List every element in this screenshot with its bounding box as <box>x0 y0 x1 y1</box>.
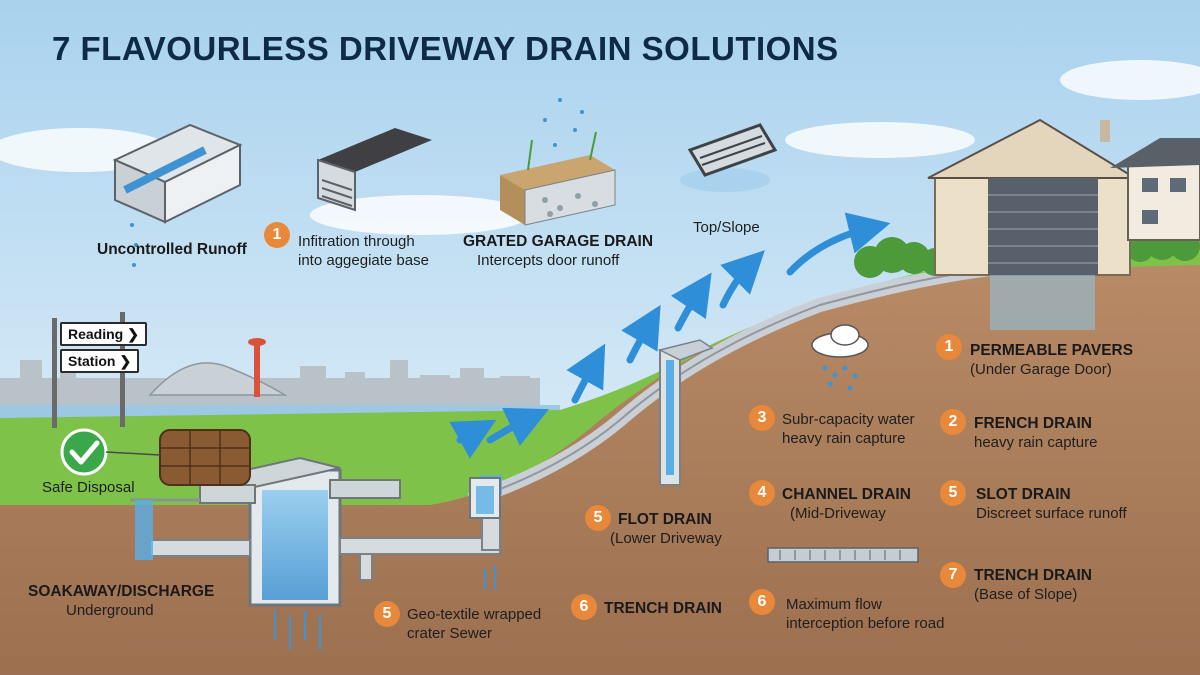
signpost-station: Station❯ <box>60 349 140 373</box>
house <box>927 118 1200 276</box>
dispersal-drops <box>274 565 496 650</box>
aggregate-base-icon <box>500 98 616 226</box>
number-badge: 6 <box>749 589 775 615</box>
slot-drain-label: SLOT DRAIN Discreet surface runoff <box>976 486 1127 522</box>
check-icon <box>60 428 108 476</box>
stadium-roof <box>148 362 288 396</box>
number-badge: 7 <box>940 562 966 588</box>
geotextile-label: Geo-textile wrapped crater Sewer <box>407 606 542 642</box>
number-badge: 5 <box>585 505 611 531</box>
tower <box>248 338 266 397</box>
signpost-reading: Reading❯ <box>60 322 147 346</box>
top-slope-label: Top/Slope <box>693 219 760 236</box>
flot-drain-label: FLOT DRAIN (Lower Driveway <box>610 511 722 547</box>
slot-drain-pipe <box>657 339 714 486</box>
runoff-channel-icon <box>112 123 243 267</box>
chevron-right-icon: ❯ <box>119 353 132 369</box>
flow-arrows <box>449 212 891 459</box>
uncontrolled-runoff-label: Uncontrolled Runoff <box>97 241 247 258</box>
page-title: 7 FLAVOURLESS DRIVEWAY DRAIN SOLUTIONS <box>52 30 839 67</box>
number-badge: 6 <box>571 594 597 620</box>
soakaway-label: SOAKAWAY/DISCHARGE Underground <box>28 583 215 619</box>
number-badge: 5 <box>940 480 966 506</box>
infiltration-label: Infitration through into aggegiate base <box>298 233 429 269</box>
number-badge: 1 <box>264 222 290 248</box>
permeable-pavers-label: PERMEABLE PAVERS (Under Garage Door) <box>970 342 1134 378</box>
pavers-infiltration <box>990 275 1095 330</box>
slope-drain-icon <box>680 123 778 192</box>
grated-garage-drain-label: GRATED GARAGE DRAIN Intercepts door runo… <box>463 233 654 269</box>
chevron-right-icon: ❯ <box>127 326 139 342</box>
channel-drain-grate <box>767 547 919 563</box>
flot-drain-inlet <box>469 477 501 519</box>
timber-crate <box>159 429 251 486</box>
trench-drain-7-label: TRENCH DRAIN (Base of Slope) <box>974 567 1092 603</box>
catch-pit <box>130 456 401 607</box>
number-badge: 3 <box>749 405 775 431</box>
rain-cloud <box>811 324 869 391</box>
signpost-reading-label: Reading <box>68 326 124 342</box>
subr-capacity-label: Subr-capacity water heavy rain capture <box>782 411 915 447</box>
french-drain-label: FRENCH DRAIN heavy rain capture <box>974 415 1098 451</box>
number-badge: 2 <box>940 409 966 435</box>
channel-drain-label: CHANNEL DRAIN (Mid-Driveway <box>782 486 911 522</box>
safe-disposal-label: Safe Disposal <box>42 479 135 496</box>
max-flow-label: Maximum flow interception before road <box>786 596 945 632</box>
number-badge: 1 <box>936 334 962 360</box>
infiltration-pipe-icon <box>317 128 432 212</box>
number-badge: 5 <box>374 601 400 627</box>
signpost-station-label: Station <box>68 353 116 369</box>
trench-drain-6-label: TRENCH DRAIN <box>604 600 722 617</box>
number-badge: 4 <box>749 480 775 506</box>
pipes <box>149 489 501 581</box>
